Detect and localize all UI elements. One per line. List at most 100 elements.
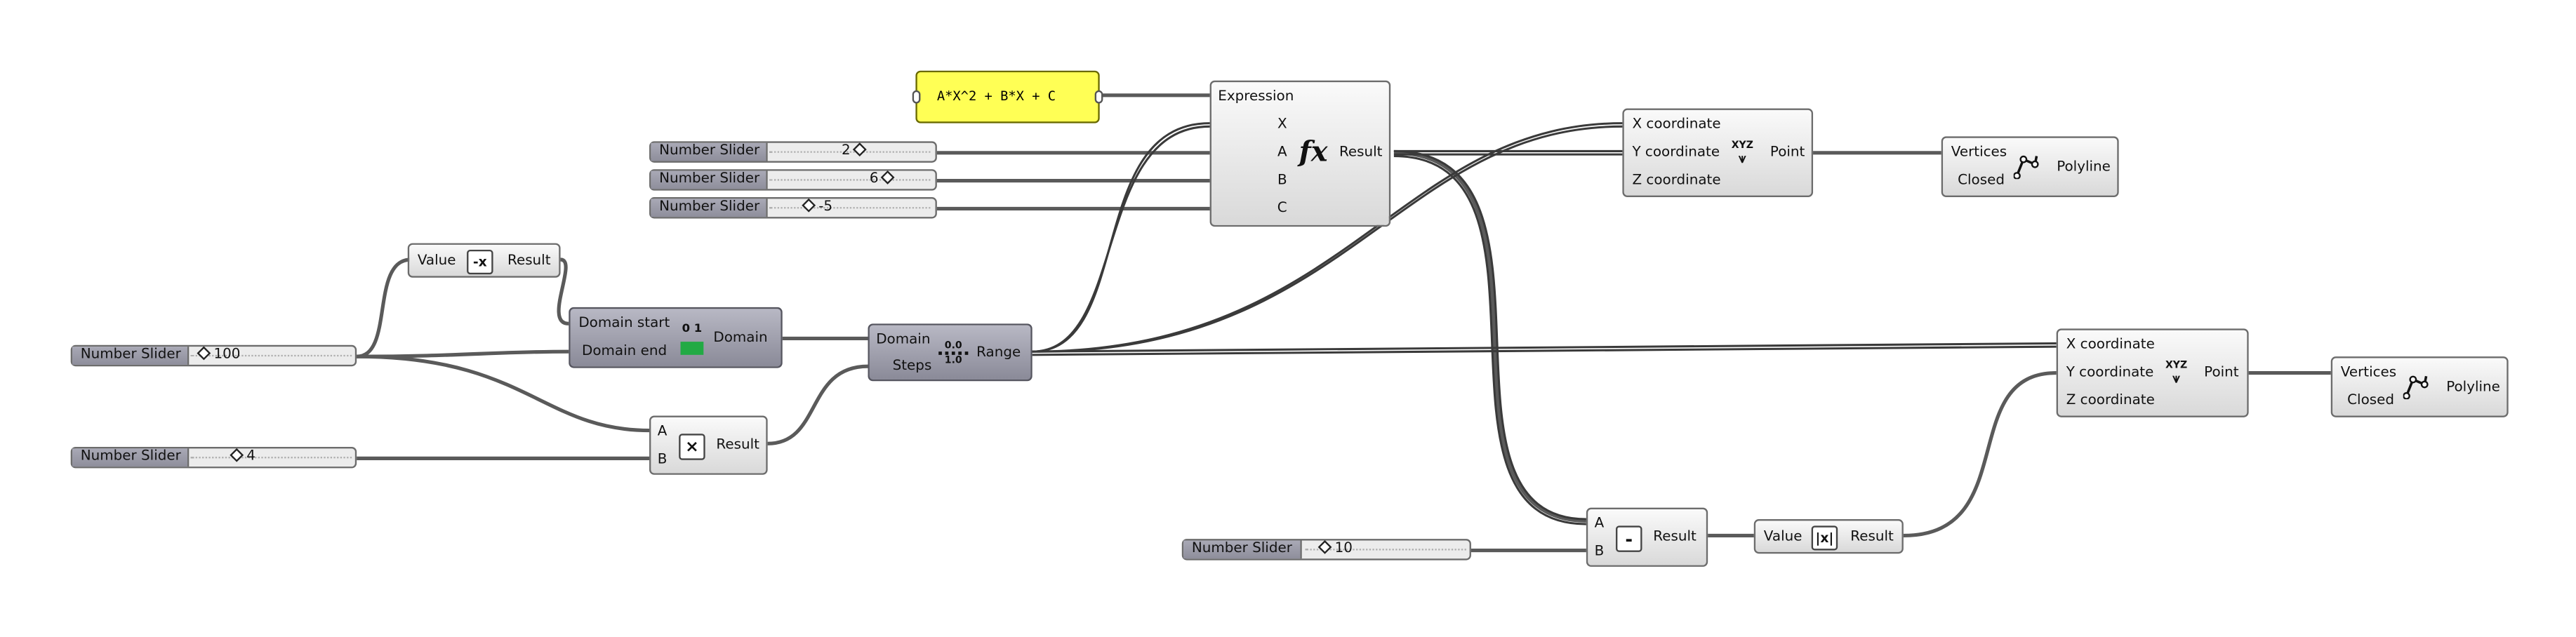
polyline2-input-vertices[interactable]: Vertices [2340,364,2397,382]
domain-input-end[interactable]: Domain end [582,343,668,360]
slider-track[interactable] [1305,549,1466,555]
expression-input-b[interactable]: B [1277,172,1287,189]
number-slider-b[interactable]: Number Slider 6 [649,169,937,191]
expression-component[interactable]: Expression X A B C fx Result [1209,80,1391,227]
absolute-input-value[interactable]: Value [1763,529,1802,546]
slider-value[interactable]: -5 [799,198,832,217]
point-xyz-label: XYZ [1731,138,1753,151]
slider-grip-icon[interactable] [853,142,868,157]
point2-input-x[interactable]: X coordinate [2066,337,2155,354]
point2-output[interactable]: Point [2204,364,2239,382]
slider-label: Number Slider [72,347,190,365]
slider-track[interactable] [769,207,931,213]
polyline-component-1[interactable]: Vertices Closed Polyline [1941,136,2119,198]
multiply-input-a[interactable]: A [657,424,668,441]
expression-input-x[interactable]: X [1277,116,1287,133]
wire-range-point2X-a [1032,342,2057,353]
slider-label: Number Slider [651,170,768,189]
domain-output[interactable]: Domain [713,330,768,347]
expression-input-expression[interactable]: Expression [1218,88,1294,105]
number-slider-steps[interactable]: Number Slider 4 [70,446,357,469]
polyline1-input-closed[interactable]: Closed [1958,172,2005,189]
negative-input-value[interactable]: Value [417,253,456,270]
multiply-input-b[interactable]: B [657,452,668,469]
subtract-input-a[interactable]: A [1594,516,1605,532]
domain-input-start[interactable]: Domain start [578,315,670,333]
negative-component[interactable]: Value -x Result [407,243,561,278]
multiply-icon: × [679,434,705,460]
number-slider-domain[interactable]: Number Slider 100 [70,344,357,367]
number-slider-a[interactable]: Number Slider 2 [649,141,937,163]
slider-label: Number Slider [1183,540,1302,559]
multiply-output-result[interactable]: Result [716,436,759,454]
range-output[interactable]: Range [976,344,1021,362]
point2-input-z[interactable]: Z coordinate [2066,392,2155,410]
panel-text: A*X^2 + B*X + C [936,88,1056,104]
wire-result-subtract-b [1393,154,1586,525]
point-arrows-icon: ⩛ [2172,370,2180,386]
slider-grip-icon[interactable] [230,448,244,462]
point1-input-y[interactable]: Y coordinate [1632,145,1720,161]
construct-domain-component[interactable]: Domain start Domain end 0 1 Domain [569,307,783,368]
negative-output-result[interactable]: Result [507,253,551,270]
slider-grip-icon[interactable] [802,198,816,213]
point-arrows-icon: ⩛ [1739,150,1746,166]
construct-point-component-1[interactable]: X coordinate Y coordinate Z coordinate X… [1622,108,1814,198]
polyline1-input-vertices[interactable]: Vertices [1951,145,2007,161]
subtract-output-result[interactable]: Result [1653,529,1697,546]
slider-value[interactable]: 6 [870,170,898,189]
multiplication-component[interactable]: A B × Result [649,415,768,475]
slider-value[interactable]: 100 [194,346,240,365]
slider-track[interactable] [190,354,352,361]
wire-absolute-point2Y [1903,371,2057,538]
range-component[interactable]: Domain Steps 0.0 1.0 Range [868,323,1033,382]
slider-value[interactable]: 2 [842,142,870,161]
polyline-icon [2401,371,2431,401]
subtraction-component[interactable]: A B - Result [1586,507,1708,567]
expression-output-result[interactable]: Result [1339,145,1383,161]
slider-track[interactable] [190,457,352,463]
point-xyz-label: XYZ [2165,358,2188,371]
number-slider-c[interactable]: Number Slider -5 [649,197,937,219]
subtract-input-b[interactable]: B [1594,544,1605,561]
slider-track[interactable] [769,179,931,185]
point1-input-z[interactable]: Z coordinate [1632,172,1721,189]
panel-output-grip[interactable] [1094,90,1103,104]
number-slider-offset[interactable]: Number Slider 10 [1181,539,1471,561]
panel-input-grip[interactable] [912,90,921,104]
polyline1-output[interactable]: Polyline [2057,159,2111,176]
slider-grip-icon[interactable] [197,346,211,361]
expression-input-c[interactable]: C [1277,200,1287,217]
range-icon-top: 0.0 [944,340,962,352]
wire-range-point1X-a [1032,122,1623,353]
wire-range-expressionX-b [1032,125,1210,353]
range-icon: 0.0 1.0 [937,338,970,368]
polyline-icon [2012,151,2041,180]
absolute-component[interactable]: Value |x| Result [1753,519,1904,554]
slider-value[interactable]: 4 [227,448,255,467]
expression-panel[interactable]: A*X^2 + B*X + C [912,70,1103,123]
point1-output[interactable]: Point [1770,145,1805,161]
slider-grip-icon[interactable] [881,170,896,185]
slider-grip-icon[interactable] [1317,539,1332,554]
slider-label: Number Slider [651,142,768,161]
point-xyz-icon: XYZ ⩛ [2160,356,2193,389]
wire-multiply-range-steps [767,364,868,445]
slider-value[interactable]: 10 [1315,539,1353,558]
grasshopper-canvas[interactable]: A*X^2 + B*X + C Number Slider 2 Number S… [0,0,2576,624]
expression-input-a[interactable]: A [1277,145,1287,161]
wire-result-subtractA [1393,151,1586,523]
subtract-icon: - [1616,525,1642,552]
polyline-component-2[interactable]: Vertices Closed Polyline [2330,356,2509,417]
slider-label: Number Slider [651,199,768,217]
construct-point-component-2[interactable]: X coordinate Y coordinate Z coordinate X… [2056,328,2249,417]
point2-input-y[interactable]: Y coordinate [2066,364,2154,382]
point1-input-x[interactable]: X coordinate [1632,116,1721,133]
slider-track[interactable] [769,151,931,157]
range-input-steps[interactable]: Steps [892,358,932,375]
range-input-domain[interactable]: Domain [876,332,931,349]
absolute-output-result[interactable]: Result [1850,529,1894,546]
wire-range-expressionX-a [1032,122,1210,353]
polyline2-output[interactable]: Polyline [2446,379,2500,396]
polyline2-input-closed[interactable]: Closed [2347,392,2395,410]
